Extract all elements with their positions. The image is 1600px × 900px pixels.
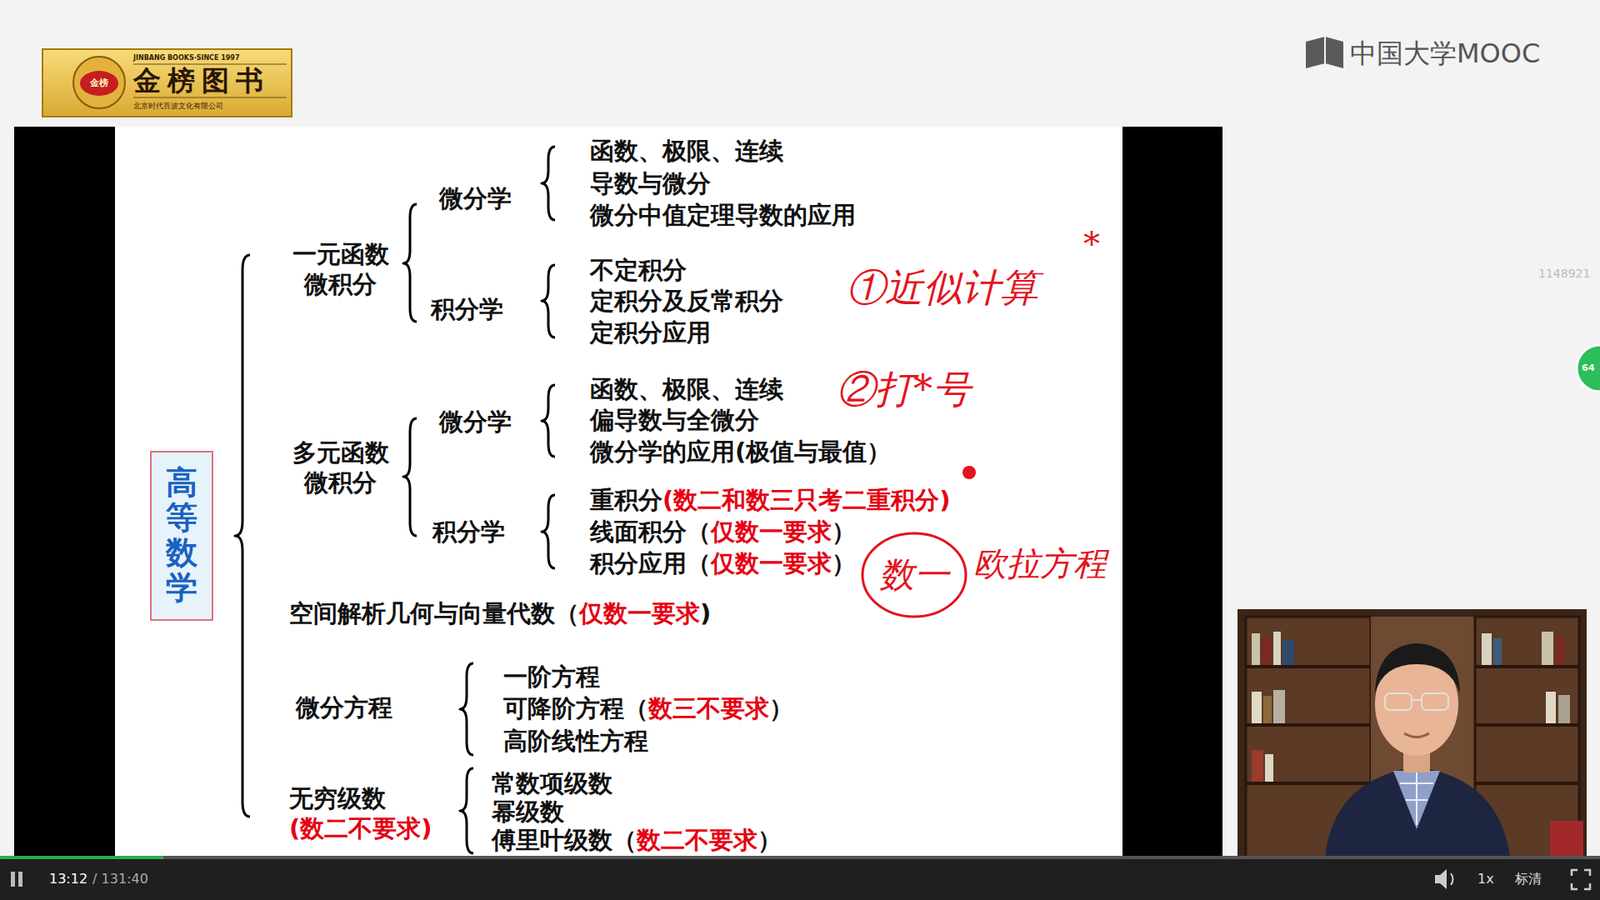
outline-item: 一阶方程 xyxy=(503,661,600,692)
logo-rule xyxy=(133,97,287,99)
person-mouth xyxy=(1404,733,1430,738)
subtopic: 微分学 xyxy=(439,183,512,214)
topic-title: 高等数学 xyxy=(165,465,198,605)
slide-ground xyxy=(115,126,1123,858)
brace xyxy=(460,663,474,755)
outline-item: 线面积分（ xyxy=(590,516,711,547)
outline-item: 定积分及反常积分 xyxy=(590,285,784,316)
speed-label: 1x xyxy=(1477,870,1495,888)
topic-heading: 一元函数 微积分 xyxy=(290,239,392,300)
fullscreen-icon xyxy=(1571,870,1590,890)
subtopic: 积分学 xyxy=(430,294,504,325)
timecode: 13:12 xyxy=(49,870,88,888)
outline-item: 重积分 xyxy=(590,485,663,515)
brace xyxy=(235,255,250,817)
outline-item: 微分中值定理导数的应用 xyxy=(590,200,856,230)
brace xyxy=(541,146,555,220)
glasses-bridge xyxy=(1411,699,1422,701)
subtopic: 积分学 xyxy=(432,516,505,547)
brace xyxy=(541,495,555,569)
outline-item: ） xyxy=(831,548,856,579)
webcam-view xyxy=(1237,609,1587,858)
logo-tagline: JINBANG BOOKS·SINCE 1997 xyxy=(133,54,240,63)
video-frame xyxy=(14,126,1223,858)
handwritten-note: ②打*号 xyxy=(836,365,971,415)
topic-box: 高等数学 xyxy=(150,450,214,620)
brace xyxy=(460,768,474,854)
handwritten-note: 欧拉方程 xyxy=(973,542,1107,585)
exam-note: 仅数一要求 xyxy=(579,598,700,629)
outline-item: 幂级数 xyxy=(491,796,565,827)
topic-heading: 空间解析几何与向量代数（ xyxy=(289,598,580,629)
logo-seal xyxy=(73,56,125,109)
outline-item: 定积分应用 xyxy=(590,317,711,348)
seal-text: 金榜 xyxy=(90,77,109,90)
outline-item: 可降阶方程（ xyxy=(503,693,649,724)
webcam-ground xyxy=(1237,609,1587,858)
exam-note: 仅数一要求 xyxy=(710,548,832,579)
brand-name: 金榜图书 xyxy=(133,63,270,98)
brace xyxy=(403,204,417,322)
pause-icon xyxy=(18,871,23,887)
outline-item: 函数、极限、连续 xyxy=(590,374,784,405)
shirt-plaid xyxy=(1400,770,1434,825)
exam-note: 仅数一要求 xyxy=(710,516,832,547)
exam-note: 数二不要求 xyxy=(636,825,758,855)
badge xyxy=(1576,345,1600,392)
logo-rule xyxy=(133,64,287,65)
outline-item: 偏导数与全微分 xyxy=(590,405,760,435)
outline-item: 常数项级数 xyxy=(491,768,613,799)
outline-item: 导数与微分 xyxy=(590,168,711,199)
exam-note: 数三不要求 xyxy=(648,693,770,724)
person-body xyxy=(1325,766,1510,858)
books xyxy=(1251,631,1584,858)
outline-item: ） xyxy=(757,825,782,855)
exam-note: (数二不要求) xyxy=(289,813,433,844)
handwritten-note: ①近似计算 xyxy=(846,264,1039,313)
outline-item: ） xyxy=(831,516,856,547)
person-shirt xyxy=(1393,770,1440,830)
brace xyxy=(541,265,555,338)
outline-item: ） xyxy=(769,693,794,724)
outline-item: 积分应用（ xyxy=(590,548,711,579)
brace xyxy=(403,418,417,536)
mooc-icon-fold xyxy=(1324,36,1326,64)
glasses xyxy=(1421,693,1449,710)
platform-name: 中国大学MOOC xyxy=(1350,36,1540,70)
duration: / 131:40 xyxy=(92,870,149,888)
glasses xyxy=(1385,693,1412,710)
watermark: 1148921 xyxy=(1538,266,1590,282)
progress-track xyxy=(0,855,1600,860)
outline-item: 不定积分 xyxy=(590,255,687,285)
person-hair xyxy=(1375,643,1460,694)
volume-icon xyxy=(1435,869,1447,890)
topic-heading: 微分方程 xyxy=(295,692,393,723)
volume-wave xyxy=(1450,873,1454,885)
logo-plate xyxy=(42,49,292,117)
badge-count: 64 xyxy=(1581,362,1595,375)
hand-circle xyxy=(862,533,966,617)
company-name: 北京时代百波文化有限公司 xyxy=(133,101,224,111)
outline-item: ) xyxy=(700,598,711,629)
progress-fill xyxy=(0,855,164,860)
logo-seal-core xyxy=(80,70,119,96)
handwritten-note: 数一 xyxy=(879,553,950,598)
exam-note: (数二和数三只考二重积分) xyxy=(662,485,951,515)
mooc-icon xyxy=(1305,36,1344,69)
outline-item: 微分学的应用(极值与最值） xyxy=(590,436,891,467)
player-bar xyxy=(0,857,1600,900)
topic-heading: 无穷级数 xyxy=(289,783,386,814)
subtopic: 微分学 xyxy=(439,406,512,437)
outline-item: 高阶线性方程 xyxy=(503,725,649,756)
topic-heading: 多元函数 微积分 xyxy=(290,437,392,499)
brace xyxy=(541,385,555,457)
pause-icon xyxy=(10,871,15,887)
outline-item: 函数、极限、连续 xyxy=(590,135,784,166)
outline-item: 傅里叶级数（ xyxy=(491,825,637,855)
hand-dot xyxy=(962,465,976,480)
quality-label: 标清 xyxy=(1515,870,1542,888)
handwritten-note: * xyxy=(1083,222,1100,265)
